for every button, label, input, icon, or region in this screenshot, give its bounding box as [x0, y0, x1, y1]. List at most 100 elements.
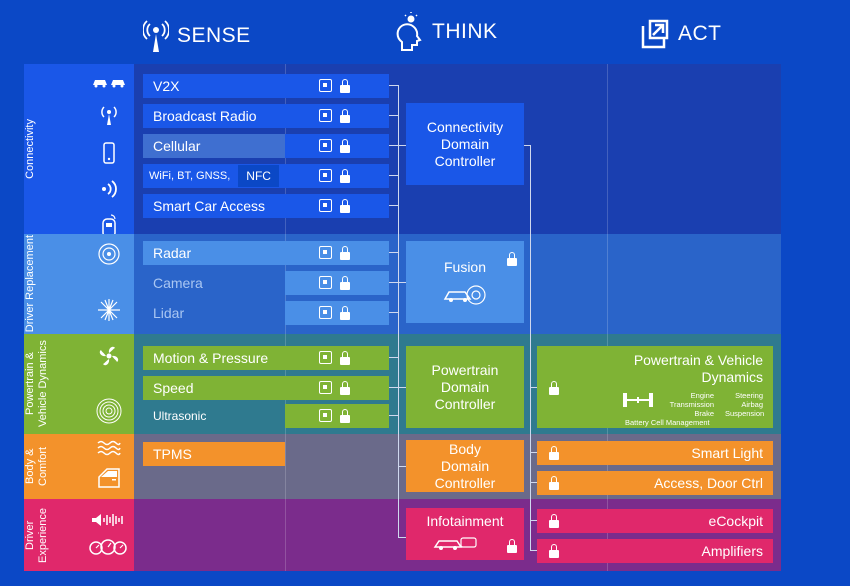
connector-line	[389, 282, 398, 283]
ultrasonic-waves-icon	[96, 398, 122, 424]
lock-icon	[340, 351, 350, 365]
sense-broadcast-radio: Broadcast Radio	[143, 104, 389, 128]
act-powertrain-vehicle-dynamics: Powertrain & Vehicle Dynamics Engine Tra…	[537, 346, 773, 428]
head-lightbulb-icon	[396, 12, 422, 51]
speaker-sound-icon	[92, 514, 123, 526]
lock-icon	[340, 409, 350, 423]
chip-icon	[319, 409, 332, 422]
lock-icon	[549, 476, 559, 490]
radar-icon	[98, 243, 120, 265]
sense-header: SENSE	[143, 18, 251, 54]
lock-icon	[340, 169, 350, 183]
act-amplifiers: Amplifiers	[537, 539, 773, 563]
connector-bus	[530, 145, 531, 551]
lock-icon	[340, 276, 350, 290]
chip-icon	[319, 199, 332, 212]
connector-line	[530, 520, 537, 521]
sense-tpms: TPMS	[143, 442, 285, 466]
connector-line	[398, 537, 406, 538]
connector-line	[389, 145, 398, 146]
connector-line	[530, 550, 537, 551]
lock-icon	[340, 109, 350, 123]
chip-icon	[319, 381, 332, 394]
sense-radar: Radar	[143, 241, 389, 265]
car-dashboard-icon	[433, 537, 477, 550]
wireless-signal-icon	[102, 180, 117, 198]
connector-bus	[398, 85, 399, 537]
phone-icon	[103, 142, 115, 164]
antenna-icon	[143, 20, 169, 52]
external-arrow-icon	[641, 19, 669, 49]
heat-waves-icon	[97, 440, 121, 456]
connector-line	[389, 175, 398, 176]
lock-icon	[340, 139, 350, 153]
cars-icon	[93, 80, 125, 88]
lock-icon	[549, 381, 559, 395]
nfc-label: NFC	[238, 165, 279, 187]
chip-icon	[319, 109, 332, 122]
chip-icon	[319, 246, 332, 259]
category-connectivity: Connectivity	[24, 64, 134, 238]
powertrain-domain-controller: Powertrain Domain Controller	[406, 346, 524, 428]
connector-line	[389, 252, 398, 253]
chip-icon	[319, 169, 332, 182]
band-connectivity	[24, 64, 781, 234]
category-powertrain: Powertrain & Vehicle Dynamics	[24, 334, 134, 434]
category-driver-replacement: Driver Replacement	[24, 234, 134, 334]
dashboard-gauges-icon	[89, 539, 127, 555]
connector-line	[530, 482, 537, 483]
connector-line	[389, 387, 398, 388]
fan-icon	[99, 346, 119, 366]
connector-line	[524, 145, 530, 146]
connectivity-domain-controller: Connectivity Domain Controller	[406, 103, 524, 185]
connector-line	[398, 282, 406, 283]
act-access-door-ctrl: Access, Door Ctrl	[537, 471, 773, 495]
connector-line	[389, 115, 398, 116]
lock-icon	[340, 381, 350, 395]
sense-smart-car-access: Smart Car Access	[143, 194, 389, 218]
lidar-burst-icon	[98, 299, 120, 321]
chip-icon	[319, 79, 332, 92]
sense-title: SENSE	[177, 24, 251, 47]
band-driver-replacement	[24, 234, 781, 334]
infotainment-controller: Infotainment	[406, 508, 524, 560]
chassis-icon	[623, 393, 653, 407]
lock-icon	[340, 79, 350, 93]
car-door-icon	[98, 468, 120, 488]
lock-icon	[549, 446, 559, 460]
sense-motion-pressure: Motion & Pressure	[143, 346, 389, 370]
connector-line	[530, 387, 537, 388]
connector-line	[398, 387, 406, 388]
car-sensor-icon	[443, 285, 486, 305]
lock-icon	[340, 246, 350, 260]
chip-icon	[319, 276, 332, 289]
chip-icon	[319, 306, 332, 319]
lock-icon	[507, 252, 517, 266]
lock-icon	[549, 544, 559, 558]
fusion-controller: Fusion	[406, 241, 524, 323]
sense-lidar: Lidar	[143, 301, 389, 325]
connector-line	[389, 357, 398, 358]
chip-icon	[319, 139, 332, 152]
connector-line	[389, 85, 398, 86]
sense-ultrasonic: Ultrasonic	[143, 404, 389, 428]
connector-line	[389, 205, 398, 206]
broadcast-tower-icon	[101, 106, 117, 125]
sense-speed: Speed	[143, 376, 389, 400]
body-domain-controller: Body Domain Controller	[406, 440, 524, 492]
sense-wifi-bt-gnss: WiFi, BT, GNSS,NFC	[143, 164, 389, 188]
act-title: ACT	[678, 22, 722, 45]
act-ecockpit: eCockpit	[537, 509, 773, 533]
connector-line	[389, 415, 398, 416]
act-smart-light: Smart Light	[537, 441, 773, 465]
category-body: Body & Comfort	[24, 434, 134, 499]
column-divider	[607, 64, 608, 571]
think-header: THINK	[396, 12, 498, 52]
lock-icon	[340, 199, 350, 213]
lock-icon	[507, 539, 517, 553]
sense-camera: Camera	[143, 271, 389, 295]
lock-icon	[549, 514, 559, 528]
chip-icon	[319, 351, 332, 364]
category-experience: Driver Experience	[24, 499, 134, 571]
connector-line	[398, 145, 406, 146]
